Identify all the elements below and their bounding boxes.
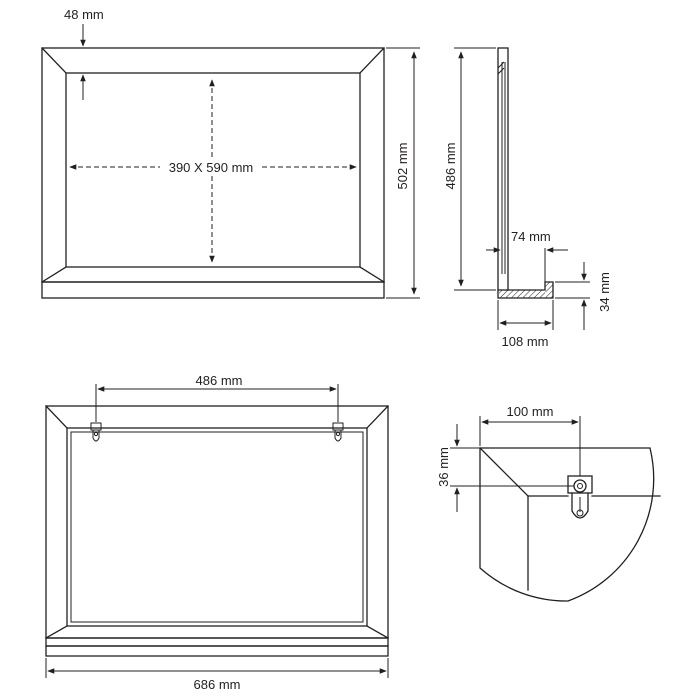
front-view: 48 mm 390 X 590 mm 502 mm	[41, 7, 420, 299]
side-profile	[497, 47, 554, 299]
hanger-offset-label: 100 mm	[507, 404, 554, 419]
back-width-label: 686 mm	[194, 677, 241, 692]
shelf-inner-dimension: 74 mm	[486, 229, 568, 282]
detail-hanger-icon	[567, 475, 593, 519]
side-depth-dimension: 108 mm	[497, 300, 554, 349]
inner-size-dimension: 390 X 590 mm	[69, 79, 357, 263]
right-hanger-icon	[332, 422, 344, 442]
hanger-drop-label: 36 mm	[436, 447, 451, 487]
back-frame	[45, 405, 389, 657]
back-shelf-bottom	[45, 645, 389, 657]
shelf-inner-label: 74 mm	[511, 229, 551, 244]
front-shelf	[41, 281, 385, 299]
hanger-drop-dimension: 36 mm	[436, 424, 574, 512]
left-hanger-icon	[90, 422, 102, 442]
hanger-offset-dimension: 100 mm	[479, 404, 581, 476]
side-height-label: 486 mm	[443, 143, 458, 190]
back-width-dimension: 686 mm	[45, 658, 389, 692]
side-height-dimension: 486 mm	[443, 47, 496, 291]
front-frame	[41, 47, 385, 299]
front-height-label: 502 mm	[395, 143, 410, 190]
frame-width-label: 48 mm	[64, 7, 104, 22]
hanger-detail-view: 100 mm 36 mm	[436, 404, 661, 602]
front-height-dimension: 502 mm	[386, 47, 420, 299]
frame-width-dimension: 48 mm	[64, 7, 104, 100]
hanger-spacing-dimension: 486 mm	[95, 373, 339, 422]
side-depth-label: 108 mm	[502, 334, 549, 349]
inner-size-label: 390 X 590 mm	[169, 160, 254, 175]
shelf-height-label: 34 mm	[597, 272, 612, 312]
shelf-height-dimension: 34 mm	[555, 262, 612, 330]
detail-outline	[479, 447, 655, 602]
hanger-spacing-label: 486 mm	[196, 373, 243, 388]
back-shelf-top	[45, 637, 389, 647]
side-view: 486 mm 74 mm 34 mm 108 mm	[443, 47, 612, 349]
back-view: 486 mm 686 mm	[45, 373, 389, 692]
